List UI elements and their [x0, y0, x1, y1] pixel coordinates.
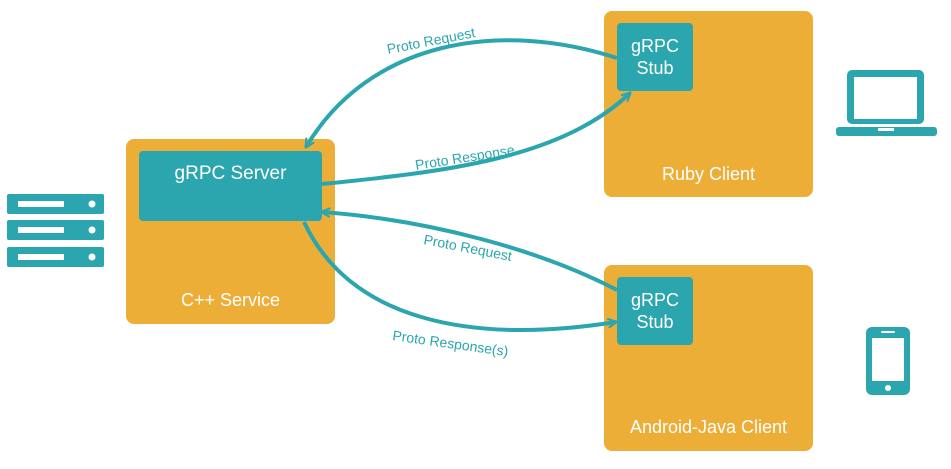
android-grpc-stub-box: gRPC Stub — [617, 277, 693, 345]
grpc-server-box: gRPC Server — [139, 151, 322, 221]
ruby-stub-line2: Stub — [636, 58, 674, 78]
grpc-server-label: gRPC Server — [174, 163, 287, 184]
cpp-service-box: gRPC Server C++ Service — [126, 139, 335, 324]
mobile-phone-icon — [866, 327, 910, 395]
ruby-response-label: Proto Response — [414, 141, 516, 173]
android-client-box: gRPC Stub Android-Java Client — [604, 265, 813, 451]
android-response-label: Proto Response(s) — [392, 327, 510, 359]
android-client-label: Android-Java Client — [629, 417, 788, 437]
android-response-arrow — [302, 221, 616, 332]
ruby-client-box: gRPC Stub Ruby Client — [604, 11, 813, 197]
ruby-response-arrow — [321, 93, 630, 186]
android-request-arrow — [322, 212, 618, 292]
laptop-icon — [836, 70, 937, 136]
android-stub-line1: gRPC — [630, 290, 679, 310]
ruby-stub-line1: gRPC — [630, 36, 679, 56]
ruby-request-arrow — [304, 38, 618, 147]
android-stub-line2: Stub — [636, 312, 674, 332]
ruby-grpc-stub-box: gRPC Stub — [617, 23, 693, 91]
server-rack-icon — [7, 194, 104, 267]
ruby-client-label: Ruby Client — [661, 164, 756, 184]
cpp-service-label: C++ Service — [180, 290, 281, 310]
